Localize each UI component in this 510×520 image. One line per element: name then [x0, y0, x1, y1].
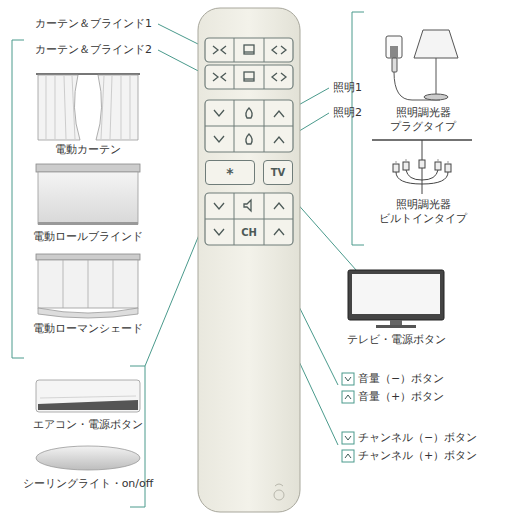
label: カーテン＆ブラインド1 — [35, 17, 152, 31]
label: カーテン＆ブラインド2 — [35, 43, 152, 57]
figure-caption: シーリングライト・on/off — [23, 477, 154, 491]
button-text: TV — [271, 167, 286, 178]
tv-button: TV — [263, 160, 293, 185]
figure-caption: テレビ・電源ボタン — [347, 333, 446, 347]
button-label: チャンネル（−）ボタン — [358, 431, 477, 445]
button-label: 音量（+）ボタン — [358, 390, 444, 404]
remote-body — [198, 8, 300, 512]
button-label: チャンネル（+）ボタン — [358, 449, 477, 463]
figure-caption: 電動ロールブラインド — [33, 230, 143, 244]
button-text: * — [226, 165, 233, 181]
figure-caption: 照明調光器 ビルトインタイプ — [376, 198, 470, 226]
roman-shade-figure — [36, 254, 140, 318]
chandelier-figure — [372, 140, 472, 194]
label: 照明2 — [333, 106, 362, 120]
leader-lines — [12, 12, 372, 507]
figure-caption: 電動ローマンシェード — [33, 322, 143, 336]
figure-caption: 照明調光器 プラグタイプ — [376, 106, 470, 134]
channel-button: CH — [235, 220, 263, 244]
asterisk-button: * — [205, 160, 255, 185]
button-text: CH — [241, 227, 257, 238]
figure-caption: エアコン・電源ボタン — [33, 418, 143, 432]
figure-caption: 電動カーテン — [55, 143, 121, 157]
tv-figure — [348, 270, 444, 328]
plug-lamp-figure — [386, 30, 458, 100]
curtain-figure — [36, 74, 140, 140]
aircon-figure — [36, 380, 140, 412]
label: 照明1 — [333, 81, 362, 95]
button-label: 音量（−）ボタン — [358, 372, 444, 386]
ceiling-light-figure — [36, 446, 140, 470]
roll-blind-figure — [36, 164, 140, 225]
key-icons — [342, 373, 354, 462]
